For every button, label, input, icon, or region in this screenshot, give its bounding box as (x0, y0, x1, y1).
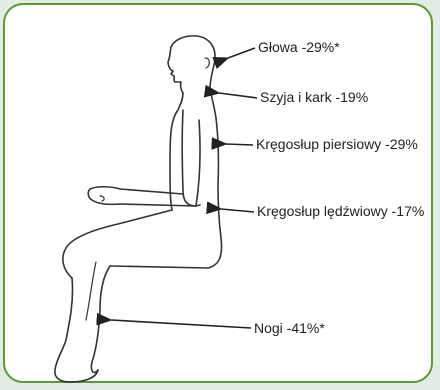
thigh-outline (63, 210, 172, 278)
label-lumbar-spine: Kręgosłup lędźwiowy -17% (257, 203, 424, 219)
arrow-thoracic (226, 144, 253, 145)
hand-detail (100, 196, 104, 201)
ear-outline (205, 58, 209, 68)
front-leg-outline (91, 266, 110, 372)
arrow-head (228, 48, 255, 58)
back-outline (110, 88, 222, 268)
head-outline (168, 36, 215, 93)
arrow-neck (219, 93, 257, 98)
label-neck: Szyja i kark -19% (260, 89, 368, 105)
leader-arrows (111, 48, 257, 328)
human-figure (55, 36, 222, 382)
knee-line (86, 262, 96, 320)
label-head: Głowa -29%* (258, 39, 340, 55)
forearm-outline (88, 187, 196, 206)
inner-arm (196, 120, 200, 206)
label-legs: Nogi -41%* (254, 320, 325, 336)
arrow-lumbar (221, 209, 254, 212)
label-thoracic-spine: Kręgosłup piersiowy -29% (256, 136, 418, 152)
arrow-legs (111, 320, 251, 328)
